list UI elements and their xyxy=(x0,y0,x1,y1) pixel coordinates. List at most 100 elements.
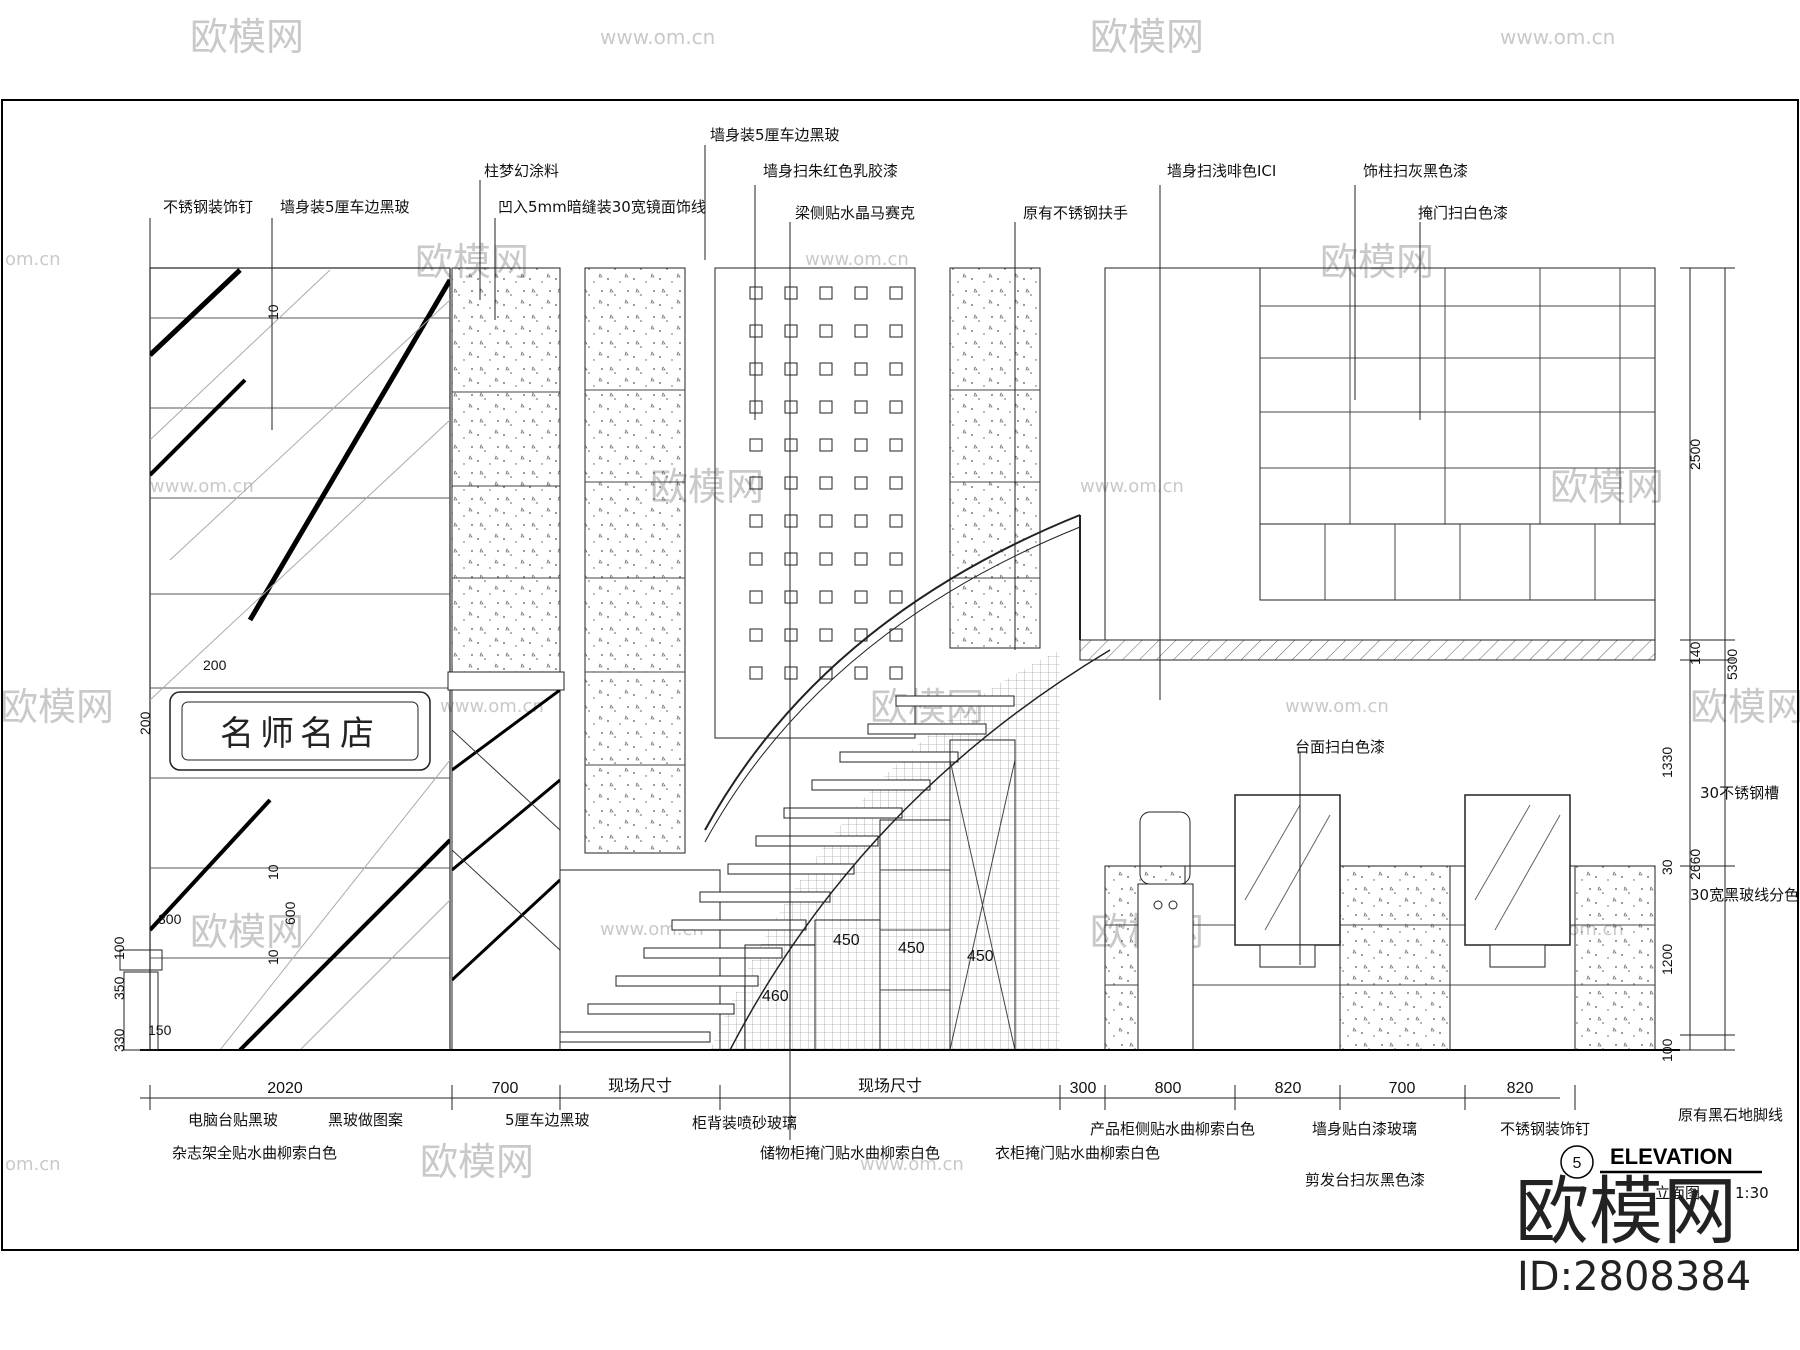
mosaic-square xyxy=(784,324,798,338)
dim-800: 800 xyxy=(1155,1080,1182,1097)
label-crystal-mosaic: 梁侧贴水晶马赛克 xyxy=(795,204,915,222)
stair-step xyxy=(559,1031,711,1043)
dim-820-a: 820 xyxy=(1275,1080,1302,1097)
stair-step xyxy=(727,863,855,875)
mosaic-square xyxy=(784,476,798,490)
label-counter-white: 台面扫白色漆 xyxy=(1295,738,1385,756)
title-elevation: ELEVATION xyxy=(1610,1144,1733,1169)
dim-100-right: 100 xyxy=(1659,1038,1675,1062)
mosaic-square xyxy=(819,514,833,528)
dim-450-a: 450 xyxy=(833,932,860,949)
dim-450-c: 450 xyxy=(967,948,994,965)
bottom-dimensions: 2020 700 现场尺寸 现场尺寸 300 800 820 700 820 xyxy=(267,1077,1533,1097)
mezzanine xyxy=(1079,267,1656,661)
mosaic-square xyxy=(819,324,833,338)
dim-300-desk: 300 xyxy=(158,911,182,927)
watermark-url: www.om.cn xyxy=(440,696,544,717)
label-column-paint: 柱梦幻涂料 xyxy=(484,162,559,180)
stair-step xyxy=(699,891,831,903)
dim-2020: 2020 xyxy=(267,1080,303,1097)
dim-100: 100 xyxy=(111,936,127,960)
mosaic-square xyxy=(854,362,868,376)
stair-step xyxy=(587,1003,735,1015)
label-black-glass-left: 墙身装5厘车边黑玻 xyxy=(280,198,410,216)
mosaic-square xyxy=(784,514,798,528)
watermark-brand: 欧模网 xyxy=(190,15,304,59)
dim-5300: 5300 xyxy=(1724,649,1740,680)
dim-1330: 1330 xyxy=(1659,747,1675,778)
watermark-brand: 欧模网 xyxy=(1550,465,1664,509)
mosaic-square xyxy=(889,666,903,680)
dim-2500: 2500 xyxy=(1687,439,1703,470)
mosaic-square xyxy=(889,438,903,452)
dim-600: 600 xyxy=(282,901,298,925)
dim-30: 30 xyxy=(1659,859,1675,875)
dim-350: 350 xyxy=(111,976,127,1000)
mosaic-square xyxy=(889,628,903,642)
mosaic-square xyxy=(819,628,833,642)
label-desk-glass: 电脑台贴黑玻 xyxy=(188,1111,278,1129)
mosaic-square xyxy=(819,552,833,566)
label-steel-nail-right: 不锈钢装饰钉 xyxy=(1500,1120,1590,1138)
watermark-url: om.cn xyxy=(5,1154,61,1175)
mosaic-square xyxy=(749,286,763,300)
mosaic-square xyxy=(749,476,763,490)
mosaic-square xyxy=(784,362,798,376)
stair-step xyxy=(615,975,759,987)
mosaic-square xyxy=(854,552,868,566)
dim-site-1: 现场尺寸 xyxy=(608,1077,672,1095)
dim-460: 460 xyxy=(762,988,789,1005)
stair-step xyxy=(839,751,959,763)
mosaic-square xyxy=(819,666,833,680)
label-brown-ici: 墙身扫浅啡色ICI xyxy=(1167,162,1276,180)
title-sub: 立面图 xyxy=(1655,1184,1700,1202)
mosaic-square xyxy=(749,514,763,528)
stair-dimensions: 450 450 450 460 xyxy=(762,932,994,1005)
dim-10-b: 10 xyxy=(265,864,281,880)
dim-10-c: 10 xyxy=(265,949,281,965)
mosaic-square xyxy=(854,476,868,490)
dim-450-b: 450 xyxy=(898,940,925,957)
label-haircut-counter: 剪发台扫灰黑色漆 xyxy=(1305,1171,1425,1189)
title-block: 5 ELEVATION 立面图 1:30 xyxy=(1560,1144,1769,1202)
label-edge-glass: 5厘车边黑玻 xyxy=(505,1111,590,1129)
dim-sign-height: 200 xyxy=(137,711,153,735)
floor-and-desk xyxy=(119,949,1680,1051)
mosaic-square xyxy=(784,666,798,680)
stair-step xyxy=(783,807,903,819)
mosaic-square xyxy=(749,324,763,338)
mosaic-square xyxy=(819,438,833,452)
dim-150: 150 xyxy=(148,1022,172,1038)
label-product-cabinet: 产品柜侧贴水曲柳索白色 xyxy=(1090,1120,1255,1138)
mosaic-square xyxy=(854,286,868,300)
mosaic-square xyxy=(889,286,903,300)
watermark-url: om.cn xyxy=(5,249,61,270)
mosaic-square xyxy=(749,438,763,452)
dim-140: 140 xyxy=(1687,641,1703,665)
mosaic-square xyxy=(749,666,763,680)
dim-700-right: 700 xyxy=(1389,1080,1416,1097)
dim-10-a: 10 xyxy=(265,304,281,320)
top-annotations: 不锈钢装饰钉 墙身装5厘车边黑玻 柱梦幻涂料 凹入5mm暗缝装30宽镜面饰线 墙… xyxy=(163,126,1508,222)
label-red-latex: 墙身扫朱红色乳胶漆 xyxy=(763,162,898,180)
watermark-url: www.om.cn xyxy=(860,1154,964,1175)
dim-330: 330 xyxy=(111,1028,127,1052)
label-handrail: 原有不锈钢扶手 xyxy=(1023,204,1128,222)
left-dimensions: 200 200 10 10 600 10 300 100 350 330 150 xyxy=(111,304,298,1052)
stair-step xyxy=(867,723,987,735)
dimension-lines xyxy=(140,267,1735,1110)
watermark-url: www.om.cn xyxy=(1500,25,1615,49)
mosaic-square xyxy=(889,590,903,604)
mosaic-square xyxy=(784,438,798,452)
watermark-brand: 欧模网 xyxy=(190,910,304,954)
mosaic-square xyxy=(819,362,833,376)
watermark-url: www.om.cn xyxy=(805,249,909,270)
drawing-frame xyxy=(1,99,1799,1251)
mosaic-square xyxy=(749,362,763,376)
watermark-brand: 欧模网 xyxy=(420,1140,534,1184)
watermark-brand: 欧模网 xyxy=(1690,685,1800,729)
watermark-url: www.om.cn xyxy=(150,476,254,497)
stair-step xyxy=(671,919,807,931)
dim-300: 300 xyxy=(1070,1080,1097,1097)
